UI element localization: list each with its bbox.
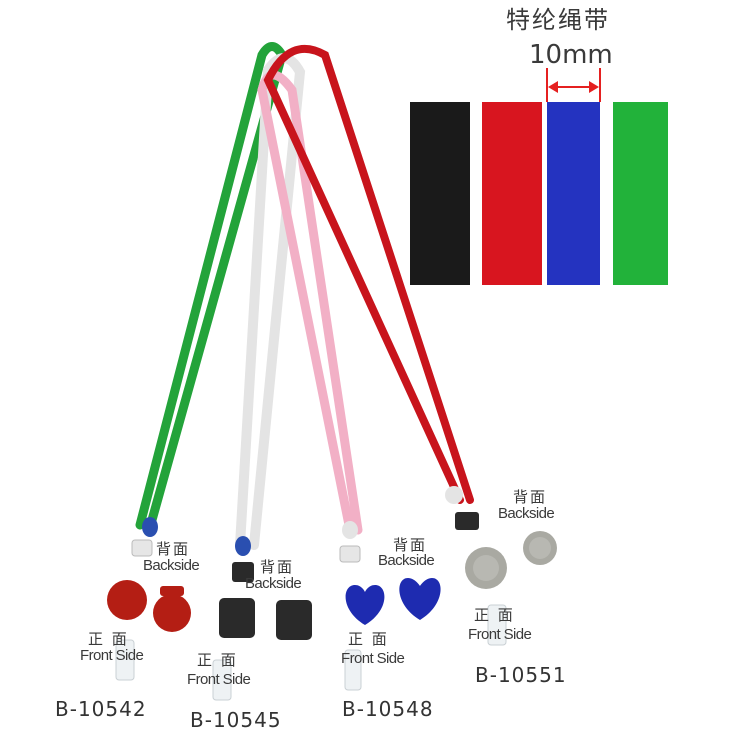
front-cn-label: 正 面 bbox=[348, 630, 389, 648]
backside-cn-label: 背面 bbox=[393, 536, 428, 554]
badge-reel-front bbox=[219, 598, 255, 638]
width-arrow-icon bbox=[546, 68, 601, 102]
swatch-blue bbox=[547, 102, 600, 285]
product-code: B-10551 bbox=[475, 663, 567, 687]
badge-reel-front bbox=[345, 585, 385, 625]
width-label: 10mm bbox=[529, 40, 613, 70]
page-title: 特纶绳带 bbox=[506, 6, 610, 34]
badge-reel-back bbox=[276, 600, 312, 640]
front-en-label: Front Side bbox=[187, 671, 251, 688]
swatch-green bbox=[613, 102, 668, 285]
lanyard-red bbox=[263, 44, 474, 504]
backside-en-label: Backside bbox=[378, 552, 435, 569]
swatch-red bbox=[482, 102, 542, 285]
front-cn-label: 正 面 bbox=[88, 630, 129, 648]
front-en-label: Front Side bbox=[341, 650, 405, 667]
badge-reel-back bbox=[399, 578, 441, 620]
product-code: B-10542 bbox=[55, 697, 147, 721]
product-code: B-10545 bbox=[190, 708, 282, 732]
front-en-label: Front Side bbox=[80, 647, 144, 664]
backside-cn-label: 背面 bbox=[156, 540, 191, 558]
backside-en-label: Backside bbox=[245, 575, 302, 592]
front-cn-label: 正 面 bbox=[474, 606, 515, 624]
backside-en-label: Backside bbox=[143, 557, 200, 574]
front-en-label: Front Side bbox=[468, 626, 532, 643]
front-cn-label: 正 面 bbox=[197, 651, 238, 669]
backside-cn-label: 背面 bbox=[513, 488, 548, 506]
product-code: B-10548 bbox=[342, 697, 434, 721]
badge-reel-front bbox=[107, 580, 147, 620]
swatch-black bbox=[410, 102, 470, 285]
badge-reel-back bbox=[153, 594, 191, 632]
backside-en-label: Backside bbox=[498, 505, 555, 522]
backside-cn-label: 背面 bbox=[260, 558, 295, 576]
